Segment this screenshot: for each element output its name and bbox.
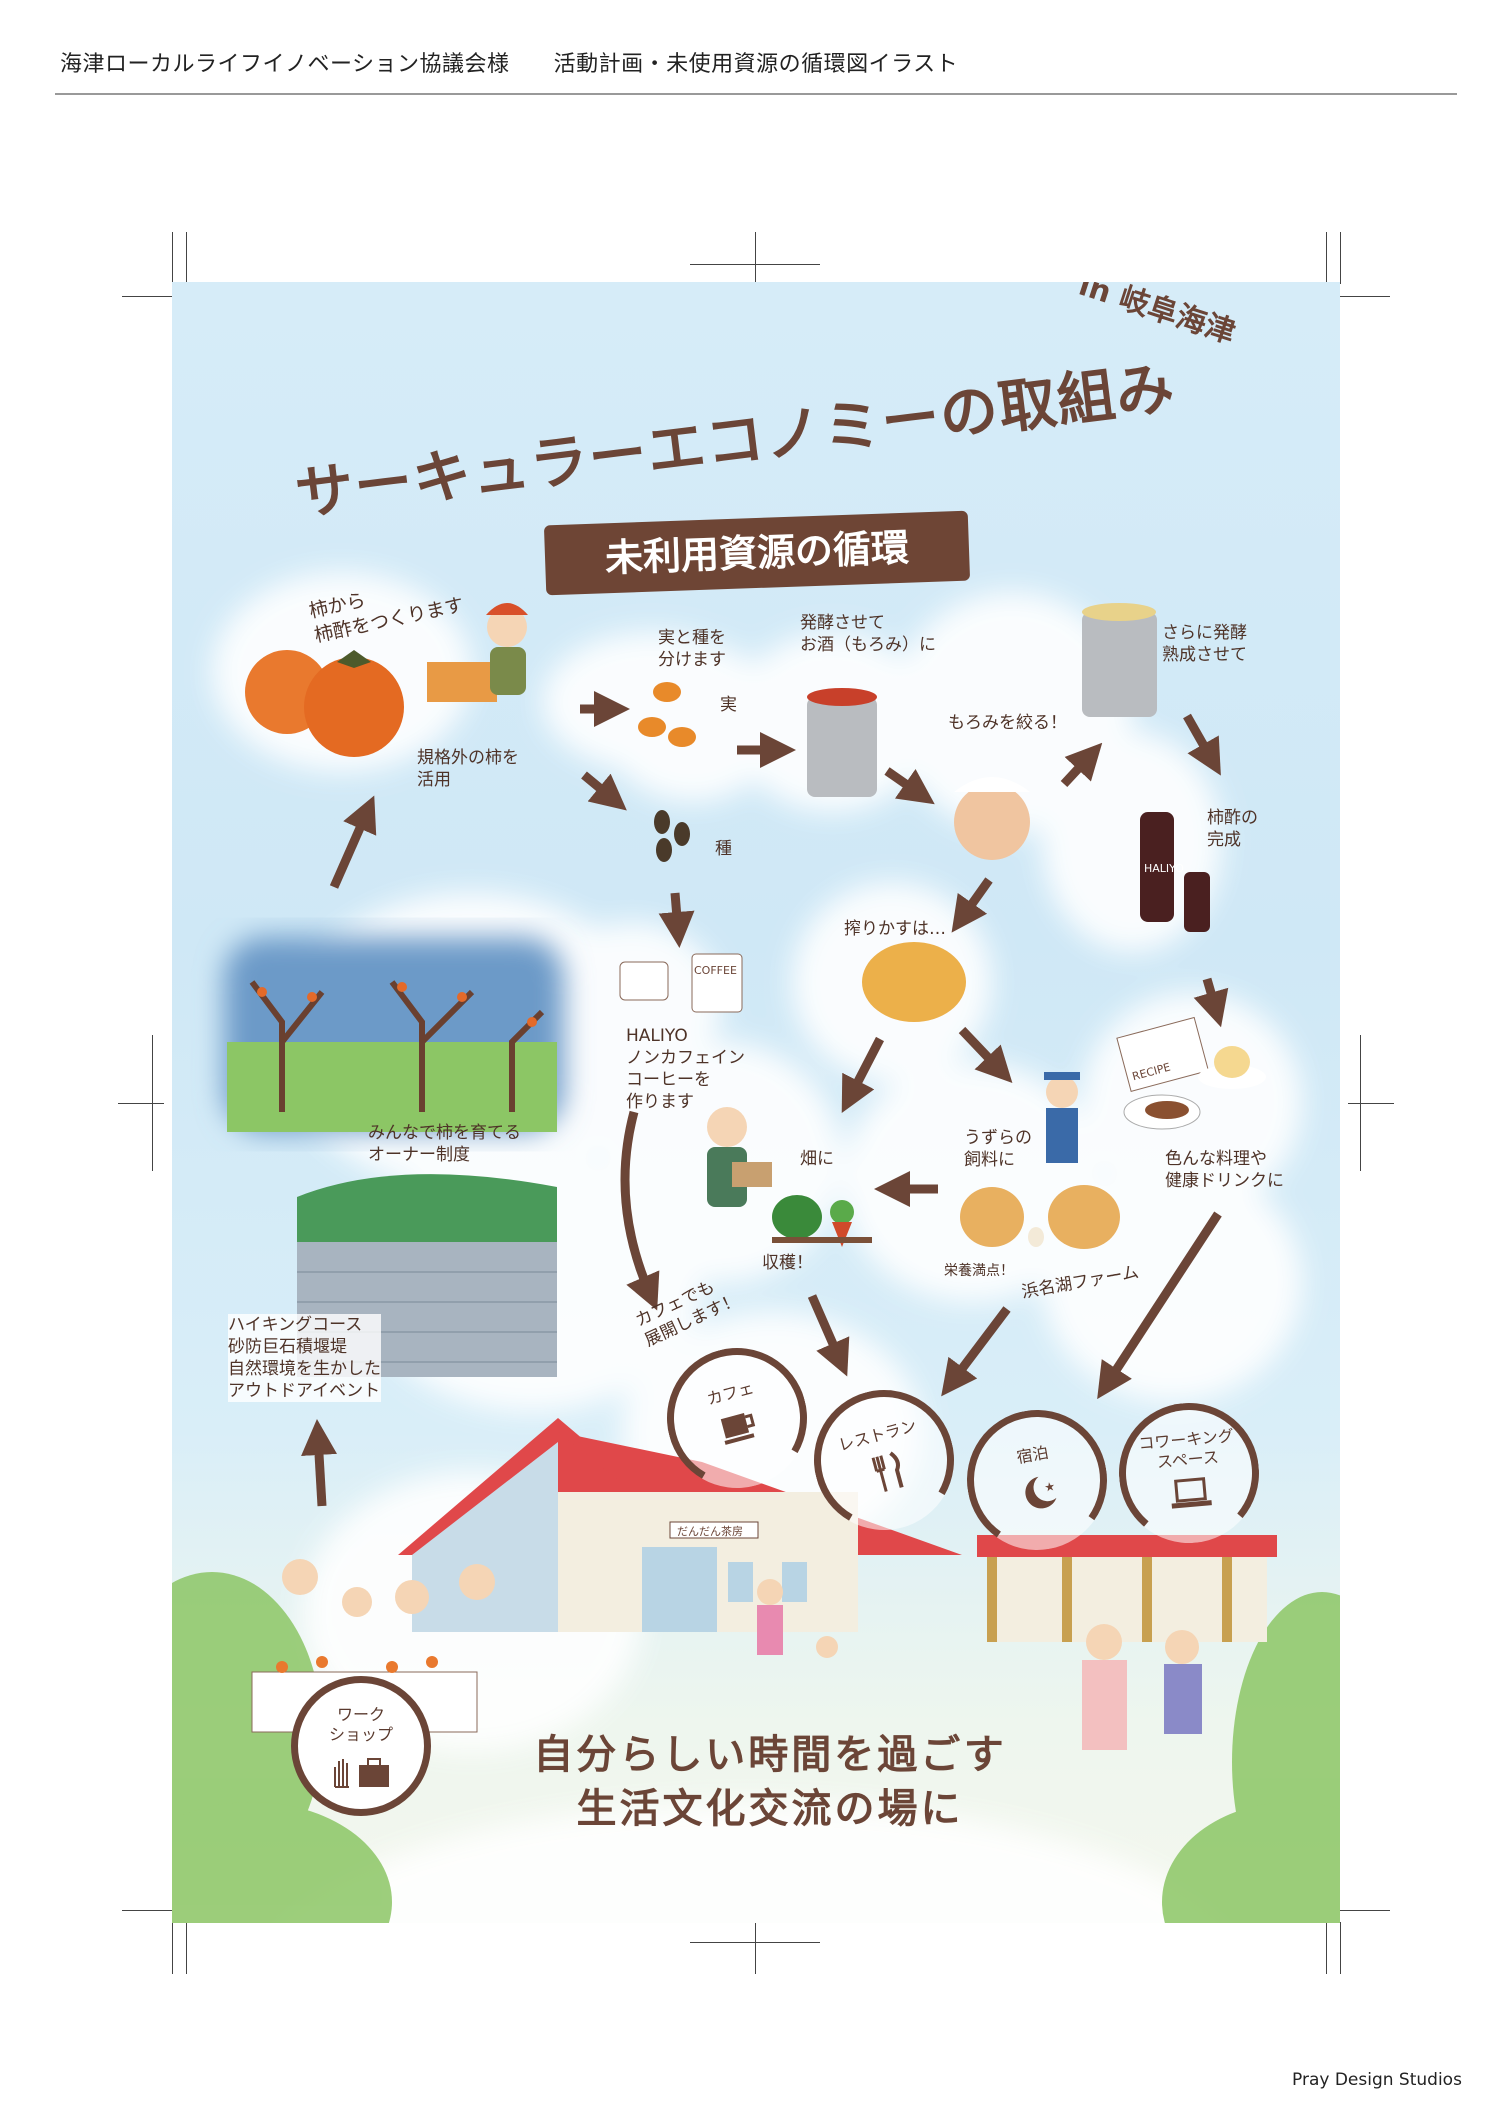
crop-mark [118, 1103, 164, 1104]
persimmons [245, 650, 404, 757]
illustration: HALIYO COFFEE RECIPE だんだん茶房 [172, 572, 1340, 1923]
facility-restaurant: レストラン [798, 1374, 970, 1546]
label-shukaku: 収穫！ [762, 1253, 813, 1273]
moon-star-icon: ★ [1025, 1476, 1057, 1509]
seeds [654, 810, 690, 862]
label-moromi: もろみを絞る！ [948, 713, 1067, 733]
label-owner: みんなで柿を育てる オーナー制度 [368, 1123, 521, 1166]
crop-mark [1340, 1922, 1341, 1974]
visitors [757, 1579, 1202, 1750]
fruit-pieces [638, 682, 696, 747]
crop-mark [1340, 232, 1341, 284]
label-coffee: HALIYO ノンカフェイン コーヒーを 作ります [626, 1026, 745, 1113]
laptop-icon [1171, 1477, 1212, 1509]
trees [172, 1572, 1340, 1923]
label-hiking: ハイキングコース 砂防巨石積堰堤 自然環境を生かした アウトドアイベント [228, 1314, 381, 1403]
recipe-and-food: RECIPE [1116, 1016, 1266, 1130]
crop-mark [1326, 1912, 1327, 1974]
client-name: 海津ローカルライフイノベーション協議会様 [60, 52, 510, 77]
svg-text:★: ★ [1043, 1479, 1056, 1495]
label-hakkou: 発酵させて お酒（もろみ）に [800, 613, 936, 656]
bottle-label: HALIYO [1144, 862, 1184, 875]
orchard-scene [224, 937, 564, 1132]
crop-mark [186, 1922, 187, 1974]
farmer-with-box [427, 603, 528, 702]
crop-mark [172, 1912, 173, 1974]
vinegar-bottles: HALIYO [1140, 812, 1210, 932]
studio-credit: Pray Design Studios [1292, 2070, 1462, 2090]
label-eiyou: 栄養満点！ [944, 1263, 1014, 1279]
glove-toolbox-icon [334, 1758, 389, 1788]
facility-label: コワーキング スペース [1137, 1426, 1235, 1472]
crop-mark [755, 1912, 756, 1974]
label-mi: 実 [720, 695, 737, 715]
woman-with-vegetables [707, 1107, 772, 1207]
coffee-cup-icon [720, 1413, 756, 1445]
vegetables [772, 1195, 872, 1247]
label-hatake: 畑に [800, 1149, 834, 1169]
label-kansei: 柿酢の 完成 [1207, 808, 1258, 851]
crop-mark [1360, 1035, 1361, 1171]
label-tane: 種 [715, 839, 732, 859]
label-uzura: うずらの 飼料に [964, 1128, 1032, 1171]
fermentation-tank [807, 688, 877, 797]
farmer-overalls [1044, 1072, 1080, 1163]
document-title: 活動計画・未使用資源の循環図イラスト [553, 52, 959, 77]
arrows [301, 691, 1229, 1507]
coffee-cup-and-bag: COFFEE [619, 953, 743, 1013]
crop-mark [122, 296, 184, 297]
facility-lodging: 宿泊 ★ [955, 1398, 1119, 1562]
tagline-line-1: 自分らしい時間を過ごす [533, 1732, 1007, 1778]
workshop-label: ワーク ショップ [328, 1705, 393, 1744]
crop-mark [1328, 1910, 1390, 1911]
annex-building [977, 1535, 1277, 1642]
crop-mark [172, 232, 173, 294]
press-bag [954, 777, 1030, 860]
document-header: 海津ローカルライフイノベーション協議会様 活動計画・未使用資源の循環図イラスト [60, 46, 1002, 78]
label-ryouri: 色んな料理や 健康ドリンクに [1165, 1149, 1284, 1192]
crop-mark [186, 232, 187, 284]
fork-knife-icon [871, 1451, 904, 1492]
pomace [862, 942, 966, 1022]
workshop-badge: ワーク ショップ [291, 1676, 431, 1816]
facility-cafe: カフェ [651, 1332, 823, 1504]
poster-banner: 未利用資源の循環 [543, 510, 971, 596]
crop-mark [1326, 232, 1327, 294]
crop-mark [122, 1910, 184, 1911]
crop-mark [755, 232, 756, 294]
header-divider [55, 93, 1457, 95]
label-shiborikasu: 搾りかすは… [844, 919, 946, 939]
quails [960, 1185, 1120, 1249]
poster: HALIYO COFFEE RECIPE だんだん茶房 サーキュラーエコノミーの… [172, 282, 1340, 1923]
tagline: 自分らしい時間を過ごす生活文化交流の場に [390, 1728, 1150, 1836]
label-sarani: さらに発酵 熟成させて [1162, 623, 1247, 666]
tagline-line-2: 生活文化交流の場に [576, 1786, 964, 1832]
label-wakemasu: 実と種を 分けます [658, 628, 726, 671]
facility-label: 宿泊 [1015, 1442, 1050, 1468]
crop-mark [1328, 296, 1390, 297]
crop-mark [1348, 1103, 1394, 1104]
building-sign: だんだん茶房 [677, 1525, 743, 1538]
crop-mark [152, 1035, 153, 1171]
coffee-bag-label: COFFEE [694, 964, 737, 977]
label-kikakugai: 規格外の柿を 活用 [417, 748, 519, 791]
aging-tank [1082, 603, 1157, 717]
facility-coworking: コワーキング スペース [1113, 1397, 1265, 1549]
